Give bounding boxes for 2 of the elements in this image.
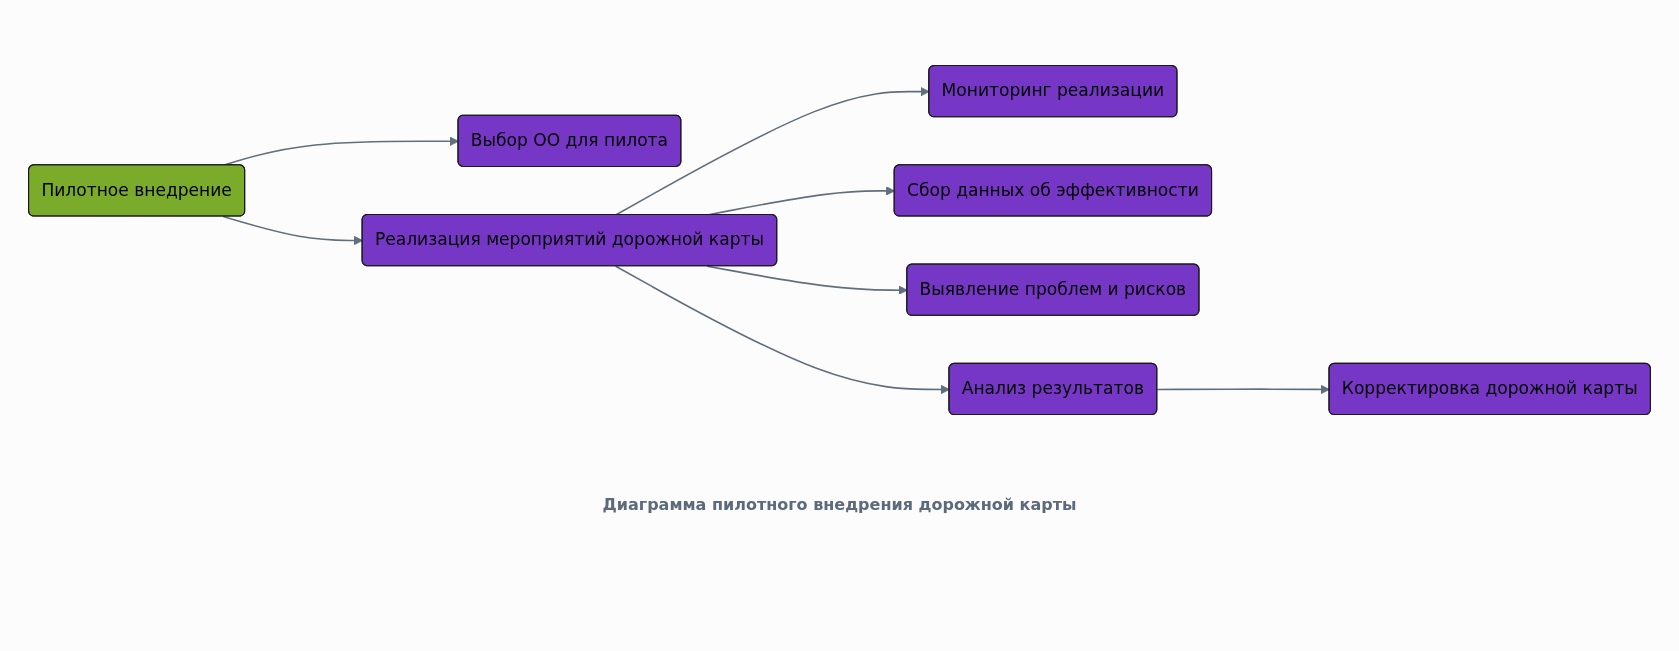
- flowchart: Пилотное внедрение Выбор ОО для пилота Реализация мероприятий дорожной карты Мониторинг реализации Сбор данных об эффективности Выявление проблем и рисков Анализ результатов Корректировка дорожной карты: [20, 56, 1659, 424]
- caption: Диаграмма пилотного внедрения дорожной карты: [602, 495, 1077, 514]
